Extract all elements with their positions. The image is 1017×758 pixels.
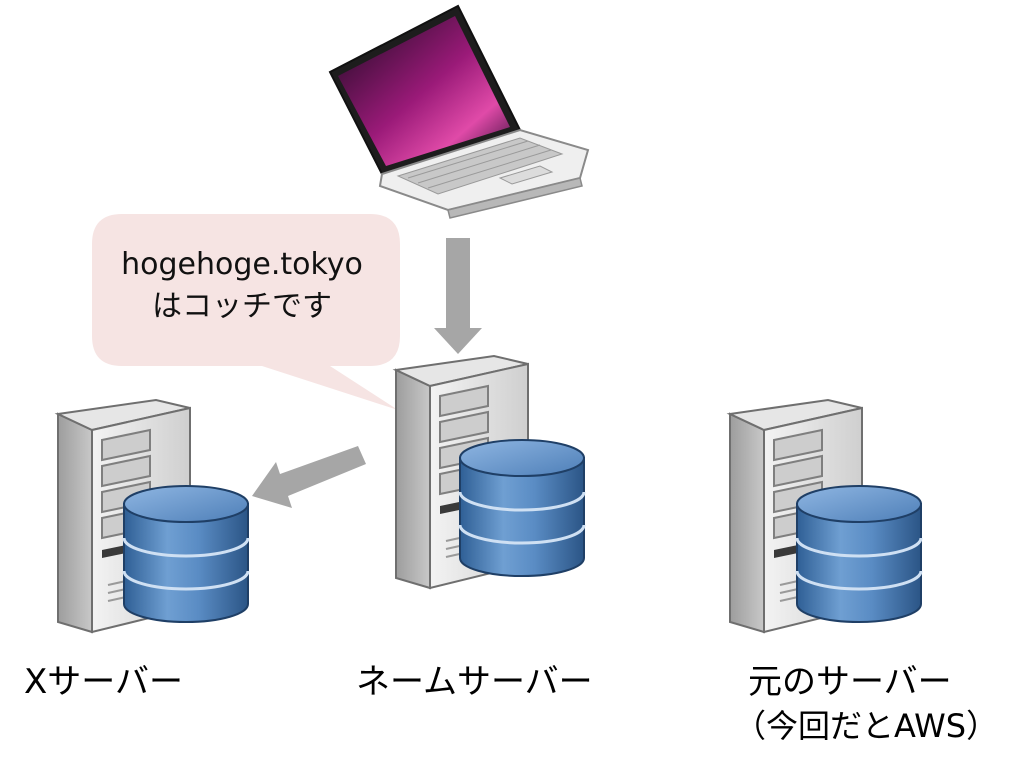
- arrow-left-icon: [252, 446, 366, 508]
- x-server-label: Xサーバー: [24, 662, 183, 702]
- origin-server-sublabel: （今回だとAWS）: [734, 707, 999, 745]
- bubble-line-1: hogehoge.tokyo: [121, 247, 363, 282]
- origin-server-database-icon: [795, 484, 923, 624]
- laptop-icon: [328, 4, 590, 219]
- name-server-label: ネームサーバー: [356, 662, 593, 702]
- speech-bubble: [92, 214, 400, 410]
- origin-server-label: 元のサーバー: [748, 662, 952, 702]
- name-server-database-icon: [458, 438, 586, 578]
- bubble-line-2: はコッチです: [152, 289, 332, 324]
- x-server-database-icon: [122, 484, 250, 624]
- arrow-down-icon: [434, 238, 482, 354]
- speech-bubble-text: hogehoge.tokyo はコッチです: [92, 244, 392, 328]
